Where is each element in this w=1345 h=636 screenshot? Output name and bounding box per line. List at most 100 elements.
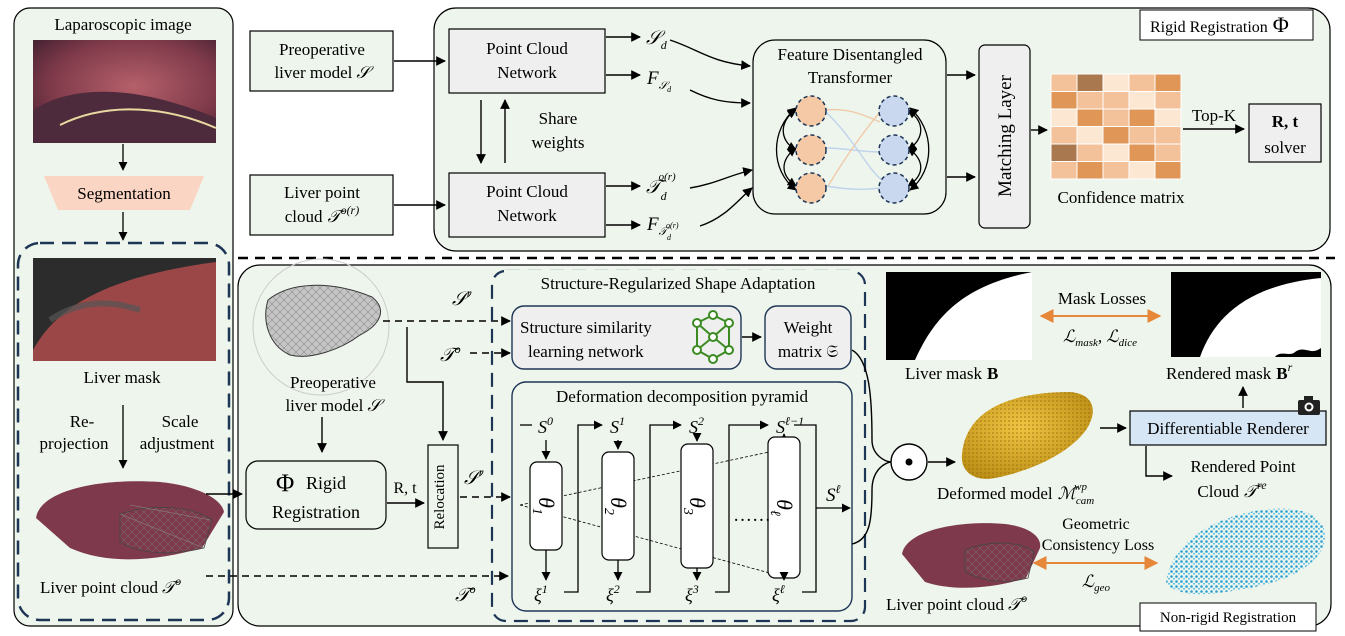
- svg-text:Differentiable Renderer: Differentiable Renderer: [1147, 419, 1309, 438]
- shape-adaptation-title: Structure-Regularized Shape Adaptation: [541, 274, 816, 293]
- svg-text:weights: weights: [532, 133, 585, 152]
- confidence-cell: [1154, 91, 1182, 110]
- preoperative-liver-mesh: [252, 258, 390, 396]
- svg-text:Φ: Φ: [276, 470, 294, 497]
- svg-text:Feature Disentangled: Feature Disentangled: [778, 45, 923, 64]
- ft-label: F𝒯do(r): [646, 214, 679, 242]
- pyramid-connector: [715, 420, 769, 593]
- confidence-cell: [1128, 126, 1156, 145]
- liver-point-cloud-image: [36, 481, 224, 560]
- svg-text:Share: Share: [539, 109, 578, 128]
- matching-layer: [978, 44, 1031, 229]
- xi-label: ξ1: [534, 582, 548, 605]
- theta-label: θℓ: [767, 499, 797, 516]
- confidence-cell: [1050, 126, 1078, 145]
- pyramid-s-label: S2: [689, 414, 704, 437]
- confidence-cell: [1076, 161, 1104, 180]
- theta-label: θ3: [680, 497, 710, 515]
- confidence-cell: [1154, 73, 1182, 92]
- confidence-cell: [1128, 108, 1156, 127]
- svg-text:projection: projection: [40, 434, 109, 453]
- liver-mask-label: Liver mask: [84, 368, 161, 387]
- confidence-cell: [1076, 108, 1104, 127]
- confidence-matrix: [1050, 73, 1182, 180]
- point-cloud-network-top: [448, 28, 606, 94]
- svg-text:Weight: Weight: [784, 318, 833, 337]
- svg-text:R, t: R, t: [1272, 112, 1299, 131]
- svg-text:Transformer: Transformer: [808, 68, 893, 87]
- confidence-cell: [1102, 73, 1130, 92]
- differentiable-renderer: [1129, 410, 1327, 446]
- confidence-cell: [1050, 143, 1078, 162]
- pyramid-dots: ······: [733, 510, 771, 531]
- svg-text:Re-: Re-: [70, 412, 95, 431]
- svg-text:Network: Network: [497, 206, 557, 225]
- svg-text:solver: solver: [1264, 138, 1306, 157]
- svg-text:Registration: Registration: [272, 502, 360, 522]
- liver-mask-binary: [886, 272, 1032, 360]
- segmentation-block: Segmentation: [44, 176, 204, 210]
- confidence-cell: [1154, 126, 1182, 145]
- svg-text:R, t: R, t: [393, 480, 417, 497]
- confidence-cell: [1050, 108, 1078, 127]
- confidence-matrix-label: Confidence matrix: [1058, 188, 1185, 207]
- svg-text:Network: Network: [497, 63, 557, 82]
- svg-text:learning network: learning network: [528, 342, 644, 361]
- confidence-cell: [1154, 108, 1182, 127]
- nonrigid-registration-panel: Non-rigid Registration Preoperative live…: [206, 258, 1332, 632]
- confidence-cell: [1154, 161, 1182, 180]
- confidence-cell: [1076, 73, 1104, 92]
- xi-label: ξℓ: [772, 582, 785, 605]
- svg-text:Deformation decomposition pyra: Deformation decomposition pyramid: [556, 387, 809, 406]
- structure-similarity-network: [511, 305, 742, 370]
- feature-disentangled-transformer: [752, 39, 947, 215]
- rt-solver: [1248, 103, 1322, 163]
- confidence-cell: [1128, 91, 1156, 110]
- svg-text:Preoperative: Preoperative: [290, 373, 376, 392]
- rendered-point-cloud-image: [1166, 508, 1326, 595]
- shape-adaptation-group: [490, 269, 867, 623]
- confidence-cell: [1102, 91, 1130, 110]
- laparoscopic-image: [33, 40, 217, 143]
- nonrigid-registration-title: Non-rigid Registration: [1160, 610, 1297, 626]
- deformed-model-image: [961, 392, 1093, 479]
- svg-text:Segmentation: Segmentation: [77, 184, 171, 203]
- neural-network-icon: [692, 310, 734, 364]
- confidence-cell: [1128, 143, 1156, 162]
- confidence-cell: [1128, 73, 1156, 92]
- left-panel: Laparoscopic image Segmentation Liver ma…: [13, 7, 234, 627]
- rendered-mask-binary: [1171, 272, 1321, 357]
- confidence-cell: [1102, 108, 1130, 127]
- pyramid-diagonals: [519, 447, 789, 579]
- svg-text:Point Cloud: Point Cloud: [486, 39, 568, 58]
- rigid-registration-block: [245, 460, 387, 530]
- transformer-nodes: [776, 95, 930, 204]
- s-ell-label: Sℓ: [826, 482, 841, 506]
- relocation-block: [427, 444, 459, 549]
- td-label: 𝒯do(r): [646, 171, 676, 203]
- pyramid-connector: [564, 420, 603, 593]
- svg-text:Rendered Point: Rendered Point: [1190, 457, 1296, 476]
- svg-text:Top-K: Top-K: [1192, 106, 1237, 125]
- confidence-cell: [1102, 126, 1130, 145]
- svg-text:Preoperative: Preoperative: [279, 40, 365, 59]
- svg-text:Mask Losses: Mask Losses: [1058, 289, 1146, 308]
- confidence-cell: [1154, 143, 1182, 162]
- svg-text:Consistency Loss: Consistency Loss: [1042, 537, 1154, 554]
- pyramid-s-label: S1: [610, 414, 625, 437]
- svg-text:Rigid: Rigid: [306, 473, 346, 493]
- svg-text:Liver point: Liver point: [284, 183, 360, 202]
- liver-point-cloud-image-right: [902, 523, 1041, 588]
- weight-matrix: [764, 305, 852, 370]
- laparoscopic-title: Laparoscopic image: [54, 15, 191, 34]
- xi-label: ξ3: [685, 582, 699, 605]
- theta-label: θ2: [601, 497, 631, 515]
